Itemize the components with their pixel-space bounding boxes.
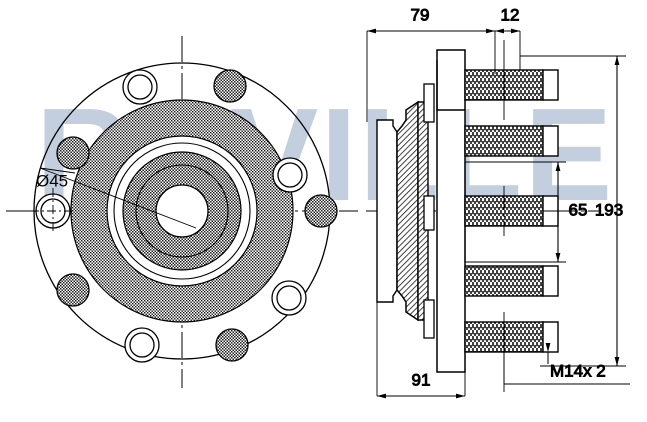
dimension-79-label: 79 [411, 5, 430, 24]
dimension-m14-label: M14x 2 [550, 361, 606, 380]
seal-detail-group [423, 83, 435, 339]
hub-body-section [396, 100, 419, 322]
seal-detail [423, 83, 435, 123]
bore-dimension-label: Ø45 [36, 171, 68, 190]
flange-shoulder [436, 60, 465, 111]
dimension-91-label: 91 [412, 370, 431, 389]
stud-circle [215, 328, 249, 362]
flange-shoulder-group [436, 60, 465, 111]
stud-circle-group [56, 69, 338, 362]
dimension-m14: M14x 2 [503, 343, 630, 385]
stud-circle [213, 69, 247, 103]
bolt-hole-group [35, 69, 308, 363]
front-elevation-view: Ø45 [6, 36, 358, 388]
hub-annulus [70, 99, 294, 323]
dimension-65: 65 [540, 161, 588, 263]
dimension-group: 79 12 193 65 91 [366, 5, 630, 399]
bolt-hole [124, 327, 160, 363]
dimension-91: 91 [376, 302, 466, 399]
flange-plate-section [436, 49, 466, 373]
bolt-hole [122, 69, 158, 105]
outer-race-profile [376, 119, 398, 303]
stud-circle [304, 194, 338, 228]
seal-detail [423, 195, 435, 231]
stud-circle [56, 136, 90, 170]
center-bore-circle [155, 184, 209, 238]
bolt-hole-centermarks [30, 188, 76, 234]
dimension-193: 193 [520, 55, 626, 367]
stud [464, 125, 559, 157]
bore-dimension-leader: Ø45 [36, 167, 197, 229]
stud-circle [56, 273, 90, 307]
dimension-12-label: 12 [501, 5, 520, 24]
dimension-12: 12 [495, 5, 521, 70]
stud [464, 265, 559, 297]
stud-group [464, 69, 559, 353]
bolt-hole [272, 157, 308, 193]
stud [464, 69, 559, 101]
dimension-79: 79 [366, 5, 496, 122]
pcd-reference-lines [464, 161, 540, 263]
cross-section-view [366, 40, 600, 392]
bolt-hole [271, 280, 307, 316]
dimension-65-label: 65 [569, 200, 588, 219]
dimension-193-label: 193 [595, 200, 623, 219]
seal-detail [423, 299, 435, 339]
stud [464, 321, 559, 353]
